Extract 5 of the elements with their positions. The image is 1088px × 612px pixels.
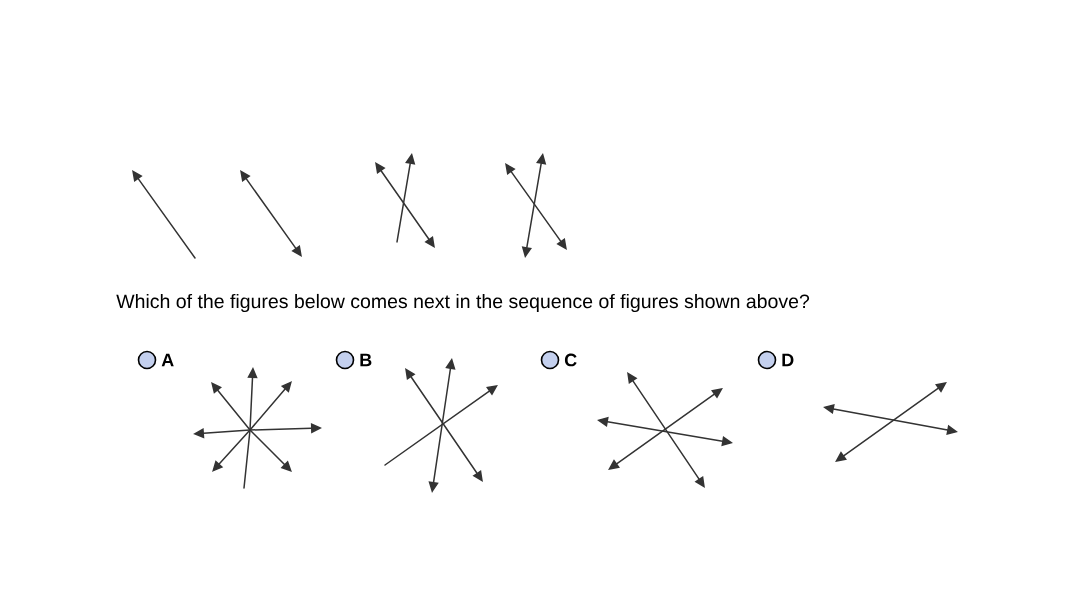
option-letter: B [360, 353, 372, 367]
option-letter: A [161, 353, 174, 367]
option-letter: C [564, 353, 577, 367]
question-text: Which of the figures below comes next in the sequence of figures shown above? [116, 293, 810, 313]
option-letter: D [782, 353, 794, 367]
